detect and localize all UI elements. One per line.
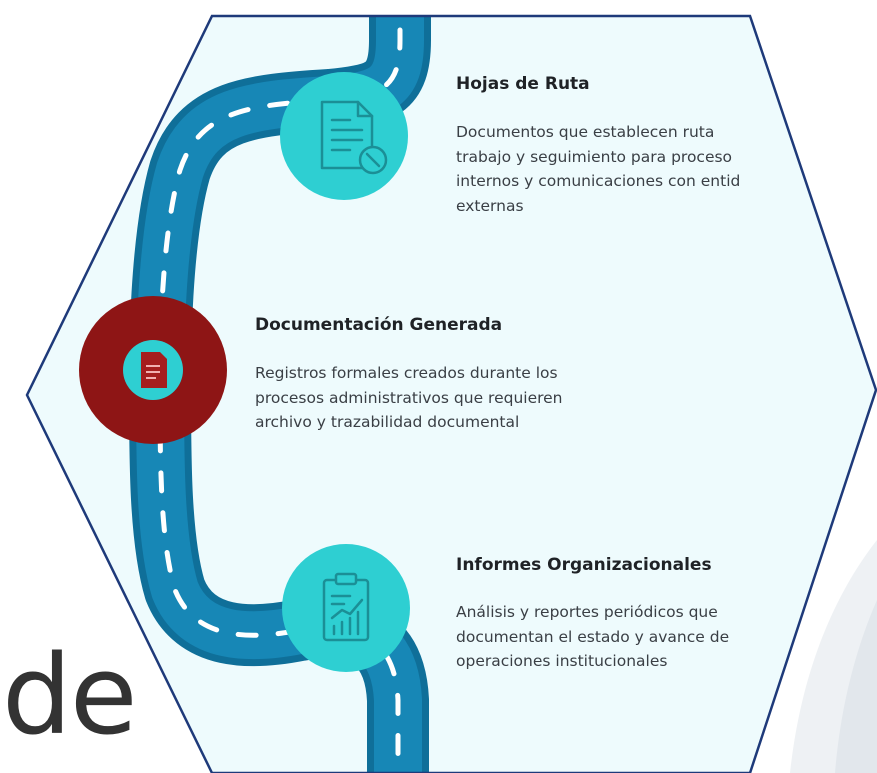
- step-1-description-line: trabajo y seguimiento para proceso: [456, 147, 733, 166]
- step-3-description-line: operaciones institucionales: [456, 652, 668, 670]
- step-3-marker: [282, 544, 410, 672]
- step-3-description-line: Análisis y reportes periódicos que: [456, 603, 718, 621]
- clipboard-chart-icon: [322, 572, 370, 642]
- step-2-description-line: archivo y trazabilidad documental: [255, 413, 520, 431]
- step-2-marker: [79, 296, 227, 444]
- step-2-description-line: Registros formales creados durante los: [255, 364, 558, 382]
- step-1-description-line: Documentos que establecen ruta: [456, 123, 715, 141]
- step-3-description-line: documentan el estado y avance de: [456, 627, 730, 646]
- step-1-description-line: internos y comunicaciones con entid: [456, 172, 741, 190]
- step-1-title: Hojas de Ruta: [456, 74, 590, 94]
- step-3-title: Informes Organizacionales: [456, 555, 712, 575]
- step-1-description: Documentos que establecen ruta trabajo y…: [456, 120, 822, 218]
- document-checklist-icon: [320, 100, 388, 175]
- step-2-description-line: procesos administrativos que requieren: [255, 388, 563, 407]
- step-2-description: Registros formales creados durante los p…: [255, 361, 695, 435]
- step-3-description: Análisis y reportes periódicos que docum…: [456, 600, 788, 674]
- file-icon: [141, 352, 167, 388]
- hexagon-outline: [25, 14, 877, 773]
- step-1-description-line: externas: [456, 196, 524, 215]
- step-1-marker: [280, 72, 408, 200]
- background-word-fragment: de: [2, 631, 137, 759]
- step-2-title: Documentación Generada: [255, 315, 503, 335]
- hexagon-panel: [27, 16, 876, 773]
